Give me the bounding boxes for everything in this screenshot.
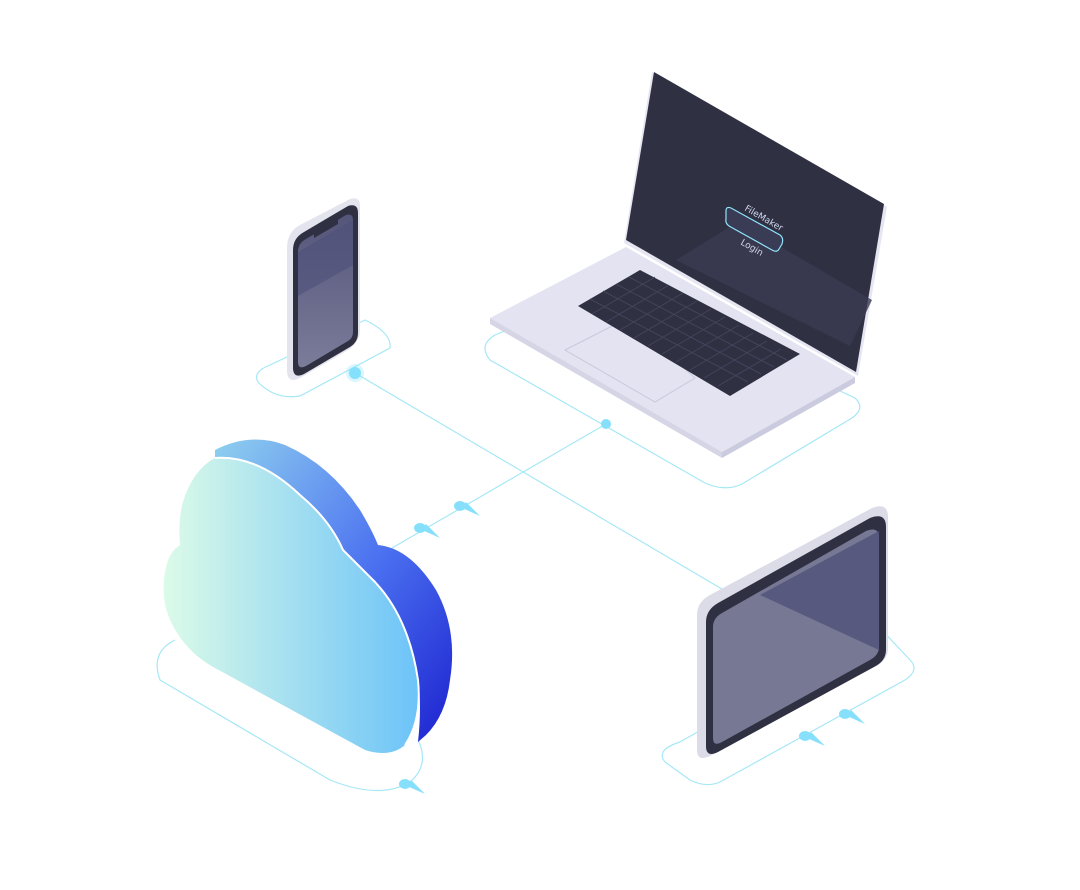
laptop-icon: FileMaker Login <box>490 72 887 458</box>
cloud-pad <box>156 639 424 792</box>
login-field <box>725 206 784 252</box>
phone-node-dot <box>349 367 361 379</box>
phone-icon <box>287 198 360 380</box>
cloud-icon <box>163 439 453 754</box>
node-dots <box>346 364 611 429</box>
tablet-pad <box>661 627 915 786</box>
phone-pad <box>255 319 391 398</box>
packet-marker <box>454 501 480 516</box>
device-pads <box>156 284 915 792</box>
phone-to-tablet-line <box>354 372 728 593</box>
packet-marker <box>414 523 440 538</box>
packet-marker <box>399 779 425 794</box>
laptop-keyboard <box>578 270 800 396</box>
packet-marker <box>799 731 825 746</box>
packet-marker <box>839 709 865 724</box>
laptop-node-dot <box>601 419 611 429</box>
tablet-icon <box>697 506 888 758</box>
laptop-pad <box>484 284 861 489</box>
data-packets <box>399 501 865 794</box>
laptop-touchpad <box>563 317 696 403</box>
